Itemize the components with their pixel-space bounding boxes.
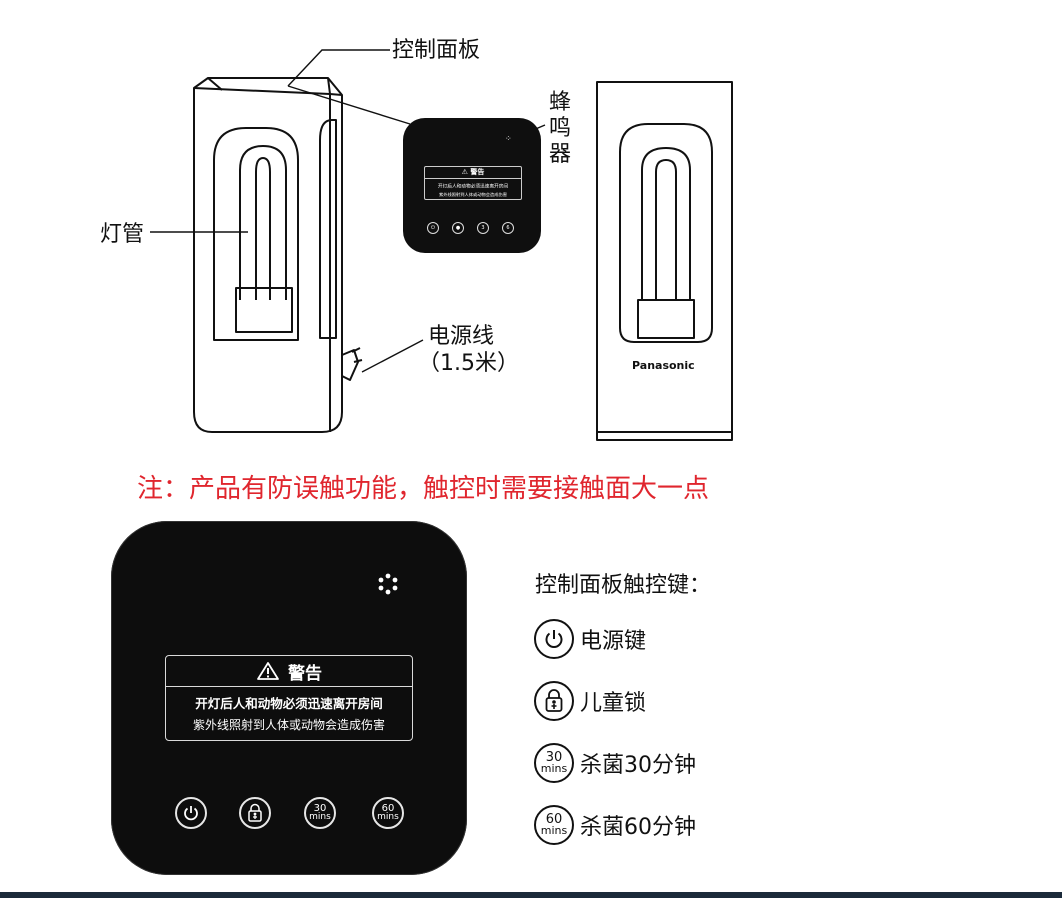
legend-label-timer-60: 杀菌60分钟	[580, 815, 696, 840]
small-control-panel: ⁘ ⚠ 警告 开灯后人和动物必须迅速离开房间 紫外线照射到人体或动物会造成伤害 …	[403, 118, 541, 253]
buzzer-callout: 蜂 鸣 器	[549, 90, 572, 167]
small-timer-30-icon: 3	[477, 222, 489, 234]
buzzer-dots-icon: ⁘	[505, 134, 512, 143]
legend-item-child-lock: 儿童锁	[534, 681, 646, 721]
timer-60-button[interactable]: 60 mins	[372, 797, 404, 829]
legend-label-child-lock: 儿童锁	[580, 691, 647, 716]
control-panel-closeup: 警告 开灯后人和动物必须迅速离开房间 紫外线照射到人体或动物会造成伤害 30 m…	[111, 521, 467, 875]
power-icon	[184, 806, 198, 821]
power-cord-callout: 电源线	[428, 324, 495, 349]
legend-item-power: 电源键	[534, 619, 646, 659]
legend-title: 控制面板触控键：	[535, 573, 712, 598]
warning-title: 警告	[288, 663, 322, 684]
power-button[interactable]	[175, 797, 207, 829]
legend-label-timer-30: 杀菌30分钟	[580, 753, 696, 778]
small-warning-title: ⚠ 警告	[425, 167, 521, 179]
child-lock-icon	[248, 803, 262, 822]
legend-item-timer-30: 30 mins 杀菌30分钟	[534, 743, 696, 783]
warning-header: 警告	[166, 656, 412, 687]
timer-30-icon: 30 mins	[534, 743, 574, 783]
timer-30-icon: 30 mins	[309, 803, 331, 822]
warning-line-1: 开灯后人和动物必须迅速离开房间	[195, 696, 383, 711]
power-icon	[534, 619, 574, 659]
small-child-lock-icon: ●	[452, 222, 464, 234]
warning-triangle-icon	[257, 662, 279, 680]
anti-touch-note: 注：产品有防误触功能，触控时需要接触面大一点	[137, 474, 710, 504]
buzzer-dots-icon	[378, 573, 398, 595]
legend-item-timer-60: 60 mins 杀菌60分钟	[534, 805, 696, 845]
warning-box: 警告 开灯后人和动物必须迅速离开房间 紫外线照射到人体或动物会造成伤害	[165, 655, 413, 741]
small-warning-box: ⚠ 警告 开灯后人和动物必须迅速离开房间 紫外线照射到人体或动物会造成伤害	[424, 166, 522, 200]
warning-line-2: 紫外线照射到人体或动物会造成伤害	[192, 718, 385, 732]
small-power-icon: ⏻	[427, 222, 439, 234]
control-panel-callout: 控制面板	[392, 38, 481, 63]
timer-60-icon: 60 mins	[534, 805, 574, 845]
small-timer-60-icon: 6	[502, 222, 514, 234]
lamp-tube-callout: 灯管	[100, 222, 145, 247]
timer-60-icon: 60 mins	[377, 803, 399, 822]
power-cord-length: （1.5米）	[418, 351, 519, 376]
timer-30-button[interactable]: 30 mins	[304, 797, 336, 829]
child-lock-icon	[534, 681, 574, 721]
bottom-edge-strip	[0, 892, 1062, 898]
brand-logo: Panasonic	[632, 359, 695, 372]
legend-label-power: 电源键	[580, 629, 647, 654]
child-lock-button[interactable]	[239, 797, 271, 829]
